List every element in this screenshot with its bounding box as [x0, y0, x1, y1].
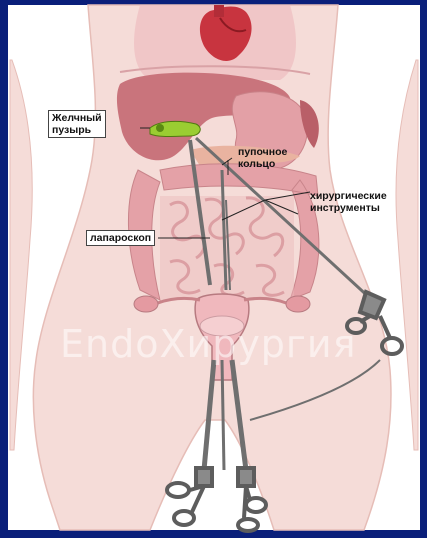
label-laparoscope: лапароскоп [86, 230, 155, 246]
label-gallbladder: Желчный пузырь [48, 110, 106, 138]
watermark: EndoХирургия [60, 322, 356, 366]
label-umbilical-ring: пупочное кольцо [238, 146, 287, 170]
label-surgical-instruments: хирургические инструменты [310, 190, 387, 214]
